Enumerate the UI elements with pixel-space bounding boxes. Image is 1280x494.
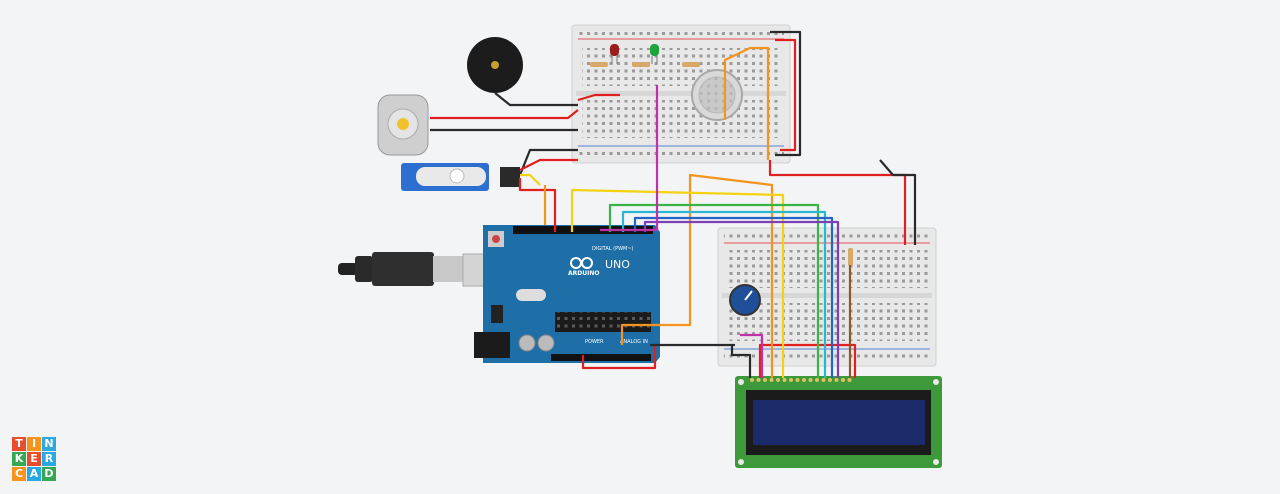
breadboard-top[interactable] xyxy=(571,24,791,164)
power-label: POWER xyxy=(585,339,604,345)
arduino-uno[interactable]: ARDUINO UNO DIGITAL (PWM~) POWER ANALOG … xyxy=(474,225,660,363)
wire-red[interactable] xyxy=(430,109,579,120)
logo-letter: I xyxy=(27,437,41,451)
lcd-pin[interactable] xyxy=(782,378,787,382)
lcd-pin[interactable] xyxy=(776,378,780,382)
lcd-pin[interactable] xyxy=(841,378,845,382)
wire-red[interactable] xyxy=(775,38,797,152)
wire-cyan[interactable] xyxy=(621,210,827,378)
wire-blue[interactable] xyxy=(633,216,834,378)
arduino-model-label: UNO xyxy=(605,258,630,271)
logo-letter: K xyxy=(12,452,26,466)
logo-letter: T xyxy=(12,437,26,451)
wire-yellow[interactable] xyxy=(570,188,785,378)
wire-red[interactable] xyxy=(758,343,857,378)
analog-label: ANALOG IN xyxy=(620,339,648,345)
logo-letter: D xyxy=(42,467,56,481)
wire-orange[interactable] xyxy=(620,173,774,378)
wire-red[interactable] xyxy=(518,178,557,232)
lcd-pin[interactable] xyxy=(756,378,761,382)
wire-purple[interactable] xyxy=(643,220,840,378)
potentiometer[interactable] xyxy=(729,284,761,316)
wire-black[interactable] xyxy=(879,159,917,245)
resistor[interactable] xyxy=(848,248,853,266)
usb-cable[interactable] xyxy=(338,252,509,287)
wire-magenta[interactable] xyxy=(740,333,764,378)
wire-black[interactable] xyxy=(494,92,578,107)
wire-magenta[interactable] xyxy=(600,85,659,232)
lcd-pin[interactable] xyxy=(834,378,839,382)
wire-black[interactable] xyxy=(518,148,578,176)
wire-yellow[interactable] xyxy=(520,173,541,186)
lcd-16x2[interactable] xyxy=(735,376,942,468)
wire-green[interactable] xyxy=(608,203,820,378)
lcd-pin[interactable] xyxy=(828,378,832,382)
arduino-logo-icon xyxy=(570,257,593,269)
lcd-pin[interactable] xyxy=(769,378,774,382)
wire-black[interactable] xyxy=(730,345,752,378)
logo-letter: R xyxy=(42,452,56,466)
logo-letter: C xyxy=(12,467,26,481)
lcd-pin[interactable] xyxy=(815,378,819,382)
red-led[interactable] xyxy=(610,44,619,64)
wire-black[interactable] xyxy=(770,30,802,157)
wire-red[interactable] xyxy=(577,93,620,102)
green-led[interactable] xyxy=(650,44,659,64)
lcd-pin[interactable] xyxy=(808,378,813,382)
digital-label: DIGITAL (PWM~) xyxy=(592,246,634,252)
lcd-pin[interactable] xyxy=(795,378,800,382)
dc-motor[interactable] xyxy=(377,94,429,156)
logo-letter: E xyxy=(27,452,41,466)
arduino-brand-label: ARDUINO xyxy=(568,270,599,277)
lcd-pin[interactable] xyxy=(821,378,826,382)
lcd-pin[interactable] xyxy=(789,378,793,382)
micro-servo[interactable] xyxy=(401,163,520,191)
wire-red[interactable] xyxy=(768,160,907,245)
wire-red[interactable] xyxy=(581,345,657,370)
logo-letter: N xyxy=(42,437,56,451)
wire-orange[interactable] xyxy=(723,46,770,160)
lcd-pin[interactable] xyxy=(847,378,852,382)
piezo-buzzer[interactable] xyxy=(467,37,523,93)
resistor[interactable] xyxy=(590,62,700,67)
wire-red[interactable] xyxy=(519,158,578,171)
gas-sensor[interactable] xyxy=(691,69,743,121)
wire-layer xyxy=(430,30,917,378)
lcd-pin[interactable] xyxy=(750,378,754,382)
lcd-pin[interactable] xyxy=(763,378,767,382)
lcd-pin[interactable] xyxy=(802,378,806,382)
logo-letter: A xyxy=(27,467,41,481)
